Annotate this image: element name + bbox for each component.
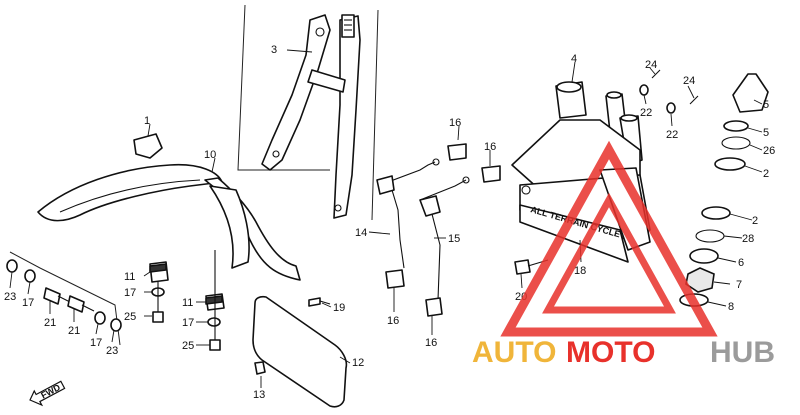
callout-26: 26 [763, 145, 775, 157]
fender-mount-stack-b [205, 250, 225, 351]
callout-25-b: 25 [182, 340, 194, 352]
grommets-16 [385, 143, 501, 317]
screws-24-washers-22 [639, 69, 699, 114]
left-hardware-set [6, 251, 122, 346]
callout-3: 3 [271, 44, 277, 56]
fwd-arrow: FWD [29, 380, 66, 407]
callout-6: 6 [738, 257, 744, 269]
callout-24-a: 24 [645, 59, 657, 71]
watermark-triangle-icon [500, 140, 718, 337]
callout-21-b: 21 [68, 325, 80, 337]
callout-5b: 5 [763, 127, 769, 139]
callout-numbers: 1 10 3 4 12 13 14 15 16 16 16 16 18 19 2… [4, 44, 775, 401]
fender-mount-stack-a [149, 261, 169, 323]
callout-2-b: 2 [752, 215, 758, 227]
part-15-cable-stay [419, 176, 470, 301]
callout-24-b: 24 [683, 75, 695, 87]
number-plate [252, 295, 348, 408]
watermark-auto: AUTO [472, 336, 556, 369]
callout-16-a: 16 [449, 117, 461, 129]
front-fender [37, 163, 301, 281]
callout-22-a: 22 [640, 107, 652, 119]
watermark-logo: AUTO MOTO HUB [472, 140, 775, 369]
steering-head-stack [679, 73, 769, 307]
part-13-clip [254, 361, 266, 375]
part-19-screw [308, 297, 331, 307]
callout-7: 7 [736, 279, 742, 291]
callout-16-d: 16 [425, 337, 437, 349]
watermark-hub: HUB [710, 336, 775, 369]
callout-11-b: 11 [182, 297, 193, 309]
part-14-cable-stay [376, 158, 440, 269]
callout-4: 4 [571, 53, 577, 65]
watermark-moto: MOTO [566, 336, 655, 369]
callout-19: 19 [333, 302, 345, 314]
upper-fork-brace [261, 14, 361, 219]
leader-lines [143, 49, 763, 388]
callout-17-a: 17 [124, 287, 136, 299]
callout-15: 15 [448, 233, 460, 245]
callout-17-b: 17 [182, 317, 194, 329]
callout-17-d: 17 [90, 337, 102, 349]
callout-11-a: 11 [124, 271, 135, 283]
brace-group-frame [237, 4, 379, 221]
callout-21-a: 21 [44, 317, 56, 329]
callout-5: 5 [763, 99, 769, 111]
callout-18: 18 [574, 265, 586, 277]
callout-13: 13 [253, 389, 265, 401]
callout-10: 10 [204, 149, 216, 161]
callout-16-b: 16 [484, 141, 496, 153]
steering-stem-fork: ALL TERRAIN CYCLE [511, 81, 651, 263]
callout-8: 8 [728, 301, 734, 313]
callout-23-a: 23 [4, 291, 16, 303]
callout-25-a: 25 [124, 311, 136, 323]
callout-17-c: 17 [22, 297, 34, 309]
callout-28: 28 [742, 233, 754, 245]
callout-22-b: 22 [666, 129, 678, 141]
part-1-cap [133, 133, 163, 159]
callout-16-c: 16 [387, 315, 399, 327]
callout-23-b: 23 [106, 345, 118, 357]
callout-2-a: 2 [763, 168, 769, 180]
callout-1: 1 [144, 115, 150, 127]
callout-12: 12 [352, 357, 364, 369]
callout-14: 14 [355, 227, 367, 239]
